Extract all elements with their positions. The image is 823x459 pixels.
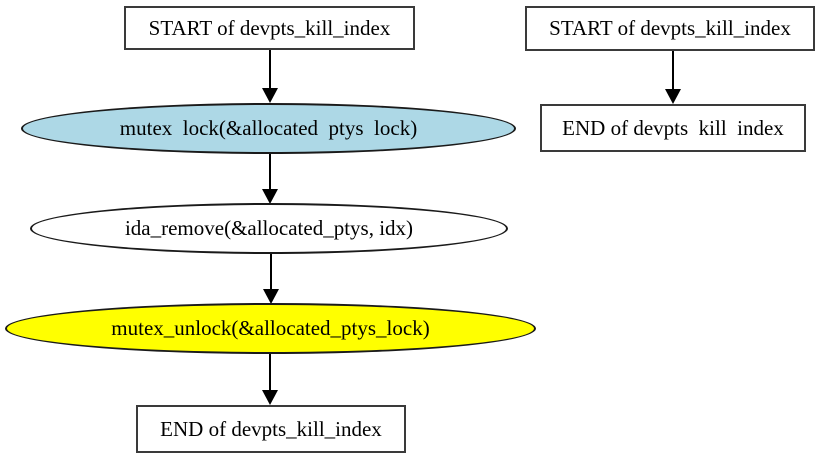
edge-arrow-mutexunlock-to-end	[261, 354, 279, 405]
node-mutex-unlock-label: mutex_unlock(&allocated_ptys_lock)	[111, 316, 430, 340]
edge-arrow-start-to-mutexlock	[261, 50, 279, 103]
arrow-shaft	[269, 154, 271, 191]
node-ida-remove-label: ida_remove(&allocated_ptys, idx)	[124, 216, 414, 240]
node-mutex-lock-label: mutex lock(&allocated ptys lock)	[119, 116, 418, 140]
arrowhead-icon	[262, 390, 278, 405]
arrowhead-icon	[665, 89, 681, 104]
arrowhead-icon	[262, 189, 278, 204]
node-end-right: END of devpts kill index	[540, 104, 806, 152]
node-end-right-label: END of devpts kill index	[562, 115, 784, 140]
arrowhead-icon	[262, 88, 278, 103]
arrow-shaft	[269, 354, 271, 392]
arrow-shaft	[269, 50, 271, 90]
node-start-left-label: START of devpts_kill_index	[148, 15, 391, 40]
node-end-left-label: END of devpts_kill_index	[160, 416, 382, 441]
edge-arrow-start-to-end-right	[664, 51, 682, 104]
arrow-shaft	[270, 254, 272, 291]
node-mutex-unlock: mutex_unlock(&allocated_ptys_lock)	[5, 303, 536, 354]
edge-arrow-idaremove-to-mutexunlock	[262, 254, 280, 304]
node-end-left: END of devpts_kill_index	[136, 405, 406, 453]
node-mutex-lock: mutex lock(&allocated ptys lock)	[21, 103, 516, 154]
arrow-shaft	[672, 51, 674, 91]
node-start-right-label: START of devpts_kill_index	[549, 16, 791, 40]
node-start-right: START of devpts_kill_index	[525, 6, 815, 51]
edge-arrow-mutexlock-to-idaremove	[261, 154, 279, 204]
node-ida-remove: ida_remove(&allocated_ptys, idx)	[30, 203, 508, 254]
arrowhead-icon	[263, 289, 279, 304]
node-start-left: START of devpts_kill_index	[124, 6, 415, 50]
